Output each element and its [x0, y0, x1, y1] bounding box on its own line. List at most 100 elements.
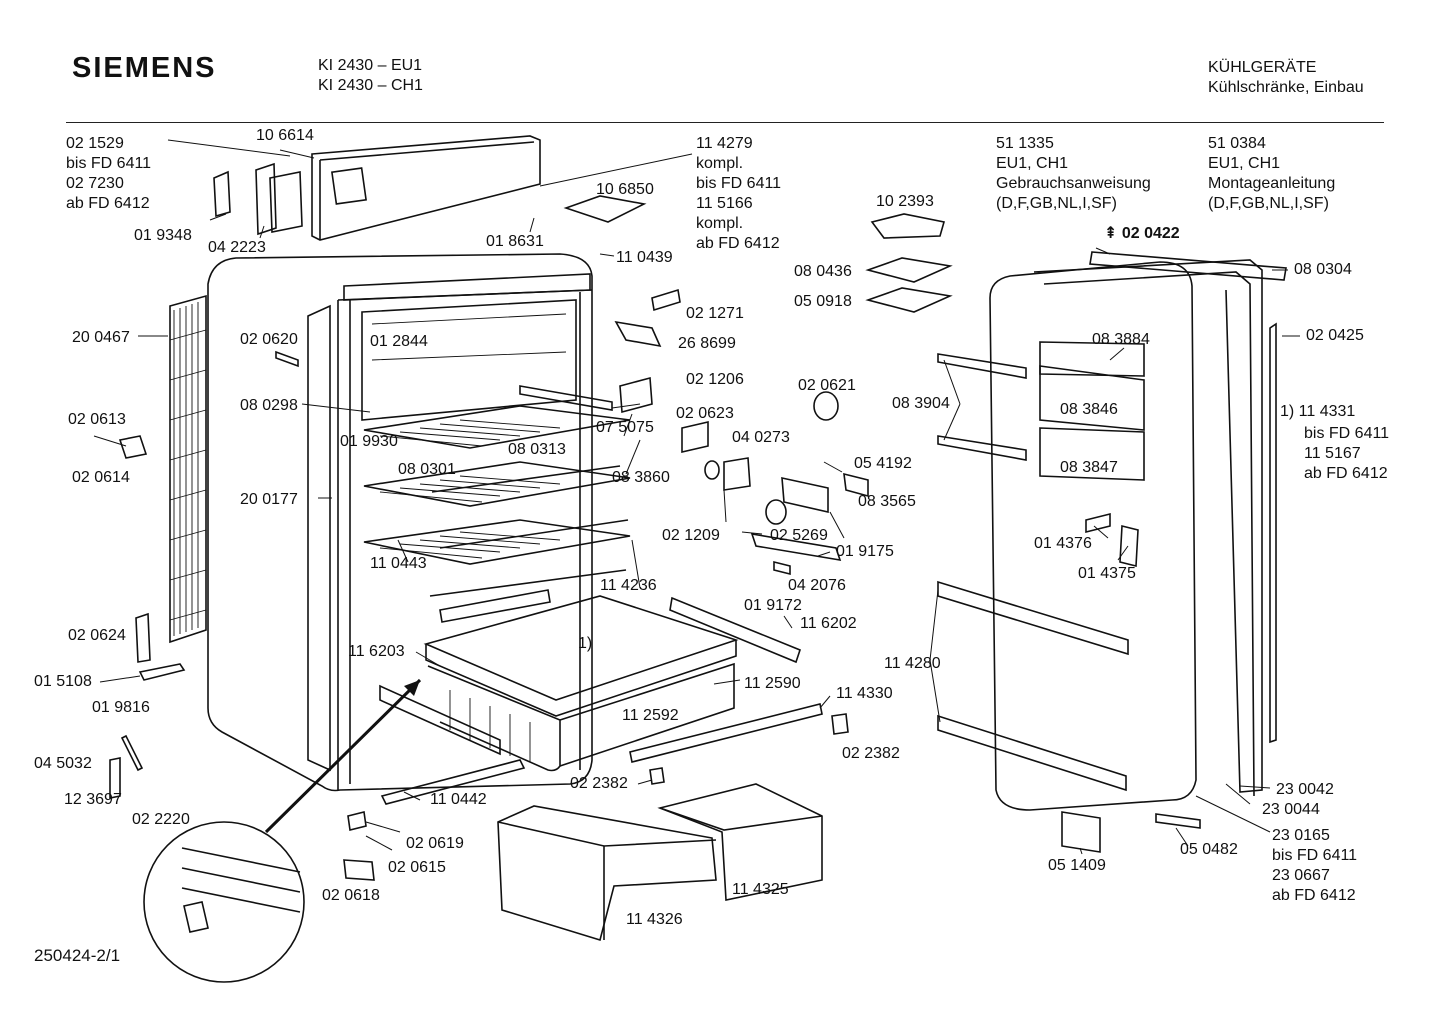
category-subtitle: Kühlschränke, Einbau	[1208, 79, 1364, 96]
part-label: 02 2382	[570, 775, 628, 792]
part-label: 08 0301	[398, 461, 456, 478]
document-reference: 250424-2/1	[34, 946, 121, 965]
ice-trays	[563, 195, 953, 313]
part-label: 02 2220	[132, 811, 190, 828]
part-label: 01 9816	[92, 699, 150, 716]
part-label: 20 0467	[72, 329, 130, 346]
part-label: 08 3847	[1060, 459, 1118, 476]
category-title: KÜHLGERÄTE	[1208, 59, 1317, 76]
part-label: ab FD 6412	[1272, 887, 1356, 904]
part-label: 02 0619	[406, 835, 464, 852]
header-divider	[66, 122, 1384, 123]
part-label: 11 5167	[1304, 445, 1361, 462]
door-assembly	[937, 251, 1287, 853]
part-label: 08 0436	[794, 263, 852, 280]
part-label: bis FD 6411	[1272, 847, 1357, 864]
part-label: 02 1271	[686, 305, 744, 322]
glass-shelf	[363, 519, 631, 597]
part-label: 11 4325	[732, 881, 789, 898]
model-number: KI 2430 – EU1	[318, 57, 423, 74]
part-label: 04 5032	[34, 755, 92, 772]
part-label: ⇞ 02 0422	[1104, 225, 1180, 242]
part-label: 11 5166	[696, 195, 753, 212]
part-label: EU1, CH1	[1208, 155, 1280, 172]
part-label: 01 9175	[836, 543, 894, 560]
part-label: 1) 11 4331	[1280, 403, 1355, 420]
part-label: 02 0621	[798, 377, 856, 394]
part-label: bis FD 6411	[1304, 425, 1389, 442]
part-label: 11 2590	[744, 675, 801, 692]
part-label: 08 3846	[1060, 401, 1118, 418]
part-label: 08 3904	[892, 395, 950, 412]
part-label: 01 9348	[134, 227, 192, 244]
part-label: 11 0442	[430, 791, 487, 808]
part-label: 04 2223	[208, 239, 266, 256]
part-label: ab FD 6412	[1304, 465, 1388, 482]
vegetable-crisper	[423, 595, 739, 772]
part-label: 23 0042	[1276, 781, 1334, 798]
part-label: 11 4326	[626, 911, 683, 928]
part-label: 07 5075	[596, 419, 654, 436]
part-label: 51 0384	[1208, 135, 1266, 152]
part-label: 26 8699	[678, 335, 736, 352]
part-label: 10 2393	[876, 193, 934, 210]
part-label: 01 4375	[1078, 565, 1136, 582]
part-label: 08 0313	[508, 441, 566, 458]
part-label: 02 0623	[676, 405, 734, 422]
part-label: 02 0620	[240, 331, 298, 348]
storage-bin-small	[657, 783, 823, 901]
part-label: 08 3860	[612, 469, 670, 486]
part-label: 20 0177	[240, 491, 298, 508]
part-label: (D,F,GB,NL,I,SF)	[996, 195, 1117, 212]
part-label: 51 1335	[996, 135, 1054, 152]
part-label: Gebrauchsanweisung	[996, 175, 1151, 192]
brand-logo: SIEMENS	[72, 52, 217, 84]
part-label: kompl.	[696, 155, 743, 172]
part-label: 05 4192	[854, 455, 912, 472]
part-label: 04 0273	[732, 429, 790, 446]
storage-bin-large	[497, 805, 717, 942]
part-label: 02 1206	[686, 371, 744, 388]
part-label: 05 0918	[794, 293, 852, 310]
part-label: 12 3697	[64, 791, 122, 808]
part-label: 08 0298	[240, 397, 298, 414]
part-label: 05 1409	[1048, 857, 1106, 874]
part-label: 08 3565	[858, 493, 916, 510]
part-label: 11 6203	[348, 643, 405, 660]
top-cover	[311, 135, 541, 241]
part-label: bis FD 6411	[696, 175, 781, 192]
part-label: 02 1209	[662, 527, 720, 544]
thermostat-assembly	[614, 288, 869, 525]
part-label: 01 2844	[370, 333, 428, 350]
part-label: ab FD 6412	[66, 195, 150, 212]
part-label: 11 4280	[884, 655, 941, 672]
part-label: 10 6614	[256, 127, 314, 144]
part-label: 11 0439	[616, 249, 673, 266]
part-label: 11 0443	[370, 555, 427, 572]
part-label: ab FD 6412	[696, 235, 780, 252]
part-label: 02 0614	[72, 469, 130, 486]
part-label: kompl.	[696, 215, 743, 232]
part-label: 11 4279	[696, 135, 753, 152]
hinge-parts	[109, 162, 849, 881]
part-label: (D,F,GB,NL,I,SF)	[1208, 195, 1329, 212]
part-label: 05 0482	[1180, 841, 1238, 858]
part-label: 02 5269	[770, 527, 828, 544]
part-label: Montageanleitung	[1208, 175, 1335, 192]
part-label: 01 9930	[340, 433, 398, 450]
leader-lines	[93, 139, 1300, 855]
glass-shelf	[363, 461, 631, 549]
condenser-coil	[169, 294, 207, 644]
part-label: 02 0618	[322, 887, 380, 904]
part-label: 02 0624	[68, 627, 126, 644]
part-label: 02 0425	[1306, 327, 1364, 344]
part-label: 11 6202	[800, 615, 857, 632]
part-label: 01 9172	[744, 597, 802, 614]
part-label: EU1, CH1	[996, 155, 1068, 172]
part-label: 1)	[578, 635, 592, 652]
part-label: 02 7230	[66, 175, 124, 192]
part-label: 04 2076	[788, 577, 846, 594]
part-label: 01 8631	[486, 233, 544, 250]
part-label: 01 5108	[34, 673, 92, 690]
